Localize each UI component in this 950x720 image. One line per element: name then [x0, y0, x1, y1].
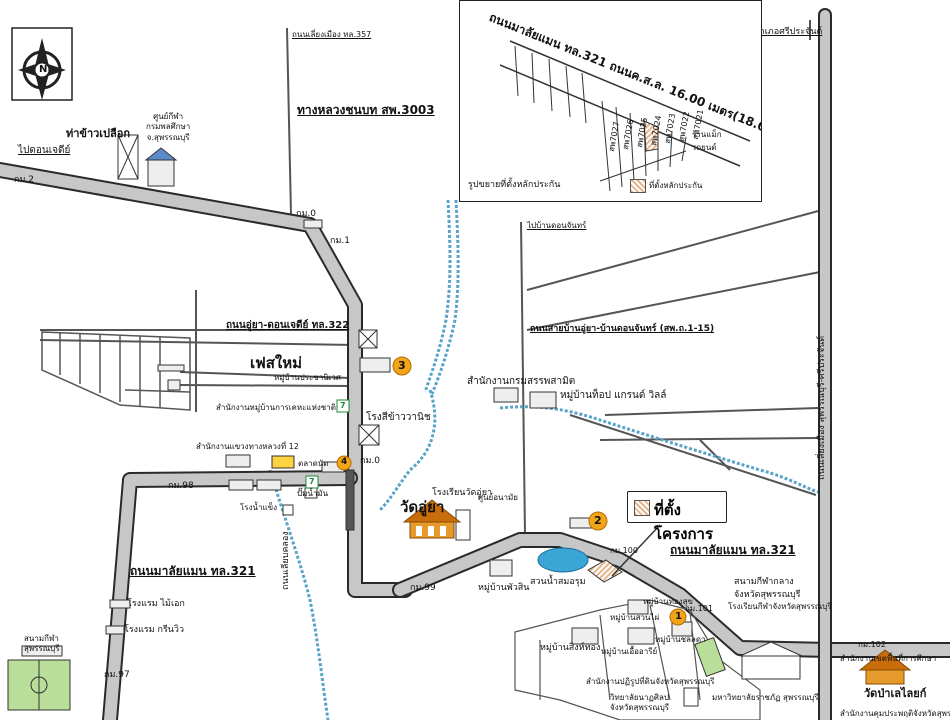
inset-legend-swatch [630, 179, 646, 193]
place-swamp: สวนน้ำสมอรุม [530, 577, 586, 587]
direction-don-chedi: ไปดอนเจดีย์ [18, 145, 71, 156]
place-excise-office: สำนักงานกรมสรรพสามิต [467, 376, 576, 387]
place-temple-name: วัดอู่ยา [400, 498, 445, 516]
marker-2-label: 2 [594, 514, 602, 527]
km-marker: กม.1 [330, 236, 350, 246]
km-marker: กม.101 [685, 604, 713, 613]
numbered-markers[interactable] [336, 356, 687, 626]
marker-4-label: 4 [341, 457, 348, 467]
inset-shop: ร้านแม็ก รถยนต์ [692, 130, 722, 152]
direction-sri-prachan: ไปอำเภอศรีประจันต์ [744, 27, 823, 37]
project-site-area[interactable] [587, 559, 623, 583]
road-322 [0, 162, 413, 598]
place-village-d: หมู่บ้านทองสุข [643, 597, 693, 606]
road-322-label: ถนนอู่ยา-ดอนเจดีย์ ทล.322 [226, 320, 350, 331]
stadium-right-field [694, 636, 726, 678]
direction-don-chan: ไปบ้านดอนจันทร์ [527, 221, 587, 230]
place-wat-pa: วัดป่าเลไลยก์ [864, 687, 927, 700]
minor-roads [39, 20, 823, 536]
km-marker: กม.99 [410, 583, 436, 593]
road-357-label: ถนนเลี่ยงเมือง ทล.357 [292, 30, 372, 39]
place-housing-office: สำนักงานหมู่บ้านการเคหะแห่งชาติ [216, 403, 336, 412]
place-sugar-factory: โรงสีข้าววานิช [366, 412, 431, 423]
compass-rose-icon [11, 27, 73, 101]
km-marker: กม.98 [168, 481, 194, 491]
seven-eleven-label: 7 [340, 401, 346, 410]
place-village-b: หมู่บ้านเอื้ออารีย์ [601, 647, 658, 656]
km-marker: กม.2 [14, 175, 34, 185]
marker-3-label: 3 [398, 359, 406, 372]
compass-north-label: N [39, 64, 48, 75]
marker-2 [588, 511, 608, 531]
place-grand-ville: หมู่บ้านท็อป แกรนด์ วิลล์ [560, 390, 667, 401]
place-highway-office: สำนักงานแขวงทางหลวงที่ 12 [196, 442, 299, 451]
project-site-callout[interactable]: ที่ตั้งโครงการ [627, 491, 727, 543]
main-roads [0, 8, 950, 720]
place-village-c: หมู่บ้านชลลดา [655, 635, 706, 644]
km-marker: กม.97 [104, 670, 130, 680]
road-su-1-15-label: ถนนสายบ้านอู่ยา-บ้านดอนจันทร์ (สพ.ถ.1-15… [530, 324, 715, 334]
project-site-label: ที่ตั้งโครงการ [654, 501, 714, 543]
place-village-a: หมู่บ้านสวนไผ่ [610, 613, 660, 622]
km-marker: กม.0 [360, 456, 380, 466]
km-marker: กม.102 [858, 640, 886, 649]
road-vertical-center-label: ถนนเลียบคลอง [281, 531, 291, 590]
temple-icon [858, 649, 912, 685]
road-321-east-label: ถนนมาลัยแมน ทล.321 [670, 543, 796, 557]
seven-eleven-icon [336, 399, 350, 413]
place-hotel-1: โรงแรม ไม้เอก [127, 599, 185, 609]
project-site-swatch [634, 500, 650, 516]
place-tha-khao: ท่าข้าวเปลือก [66, 127, 131, 140]
road-321-west-label: ถนนมาลัยแมน ทล.321 [130, 564, 256, 578]
marker-4 [336, 455, 352, 471]
road-vertical-right-label: ถนนเลี่ยงเมือง สุพรรณบุรี-ศรีประจันต์ [817, 335, 827, 480]
building-icons [21, 134, 803, 707]
place-stadium-right: สนามกีฬากลาง จังหวัดสุพรรณบุรี [734, 577, 801, 600]
place-hotel-2: โรงแรม กรีนวิว [124, 625, 185, 635]
lake [537, 547, 589, 573]
km-marker: กม.100 [610, 546, 638, 555]
marker-1-label: 1 [675, 611, 682, 622]
inset-drawing [499, 40, 751, 192]
inset-legend-label: ที่ตั้งหลักประกัน [649, 181, 703, 190]
km-marker: กม.0 [296, 209, 316, 219]
place-bottom-right: สำนักงานคุมประพฤติจังหวัดสุพรรณบุรี [840, 709, 950, 718]
temple-icon [402, 499, 462, 539]
place-health-center: ศูนย์อนามัย [478, 493, 518, 502]
place-temple-school: โรงเรียนวัดอู่ยา [432, 488, 493, 498]
place-sports-center: ศูนย์กีฬา กรมพลศึกษา จ.สุพรรณบุรี [146, 112, 191, 142]
place-village-e: หมู่บ้านสิงห์ทอง [540, 643, 601, 653]
seven-eleven-icon [305, 475, 319, 489]
marker-1 [669, 608, 687, 626]
place-village-khlong: หมู่บ้านพัวสิน [478, 583, 530, 593]
marker-3 [392, 356, 412, 376]
place-edu-office: สำนักงานเขตพื้นที่การศึกษา [840, 654, 937, 663]
place-sports-school: โรงเรียนกีฬาจังหวัดสุพรรณบุรี [728, 602, 832, 611]
inset-caption: รูปขยายที่ตั้งหลักประกัน [468, 180, 561, 190]
place-fest-mai: เฟสใหม่ [250, 354, 303, 372]
place-rice-mill: โรงน้ำแข็ง [240, 503, 277, 512]
seven-eleven-label: 7 [309, 477, 315, 486]
place-village-prachaniwet: หมู่บ้านประชานิเวศ [274, 373, 341, 382]
place-dhamma-college: วิทยาลัยนาฏศิลป จังหวัดสุพรรณบุรี [610, 693, 670, 713]
road-3003-label: ทางหลวงชนบท สพ.3003 [297, 103, 435, 117]
place-university: มหาวิทยาลัยราชภัฏ สุพรรณบุรี [712, 693, 819, 702]
place-gov-office: สำนักงานปฏิรูปที่ดินจังหวัดสุพรรณบุรี [586, 677, 715, 686]
place-gas-station: ปั๊มน้ำมัน [297, 489, 329, 498]
place-market: ตลาดนัด [298, 459, 329, 468]
housing-plots [41, 331, 191, 411]
place-stadium-left: สนามกีฬา สุพรรณบุรี [24, 634, 60, 653]
inset-map: ถนนมาลัยแมน ทล.321 ถนนค.ส.ล. 16.00 เมตร(… [459, 0, 762, 202]
